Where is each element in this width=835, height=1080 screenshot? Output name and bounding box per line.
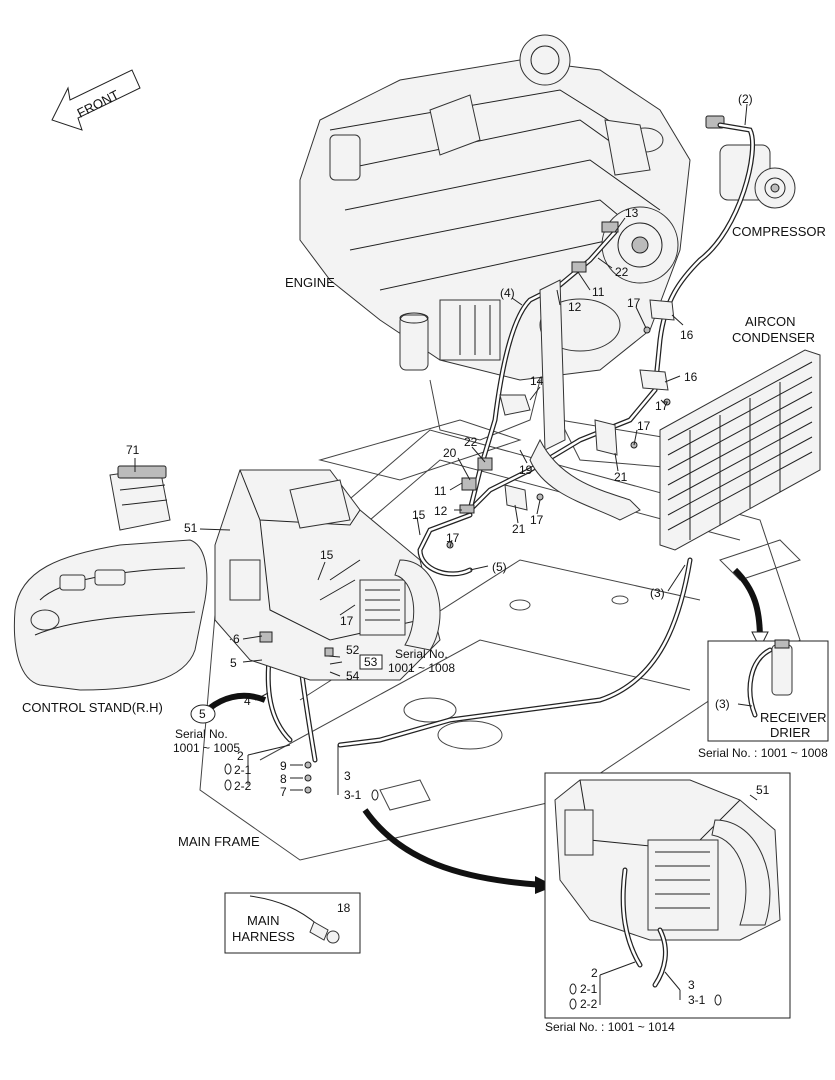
callout-p5b: 5 — [230, 656, 237, 670]
label-callouts-p2_2b: 2-2 — [580, 997, 598, 1011]
callout-p4: (4) — [500, 286, 515, 300]
callout-p2_1: 2-1 — [234, 763, 252, 777]
callout-p20: 20 — [443, 446, 457, 460]
serial-53: Serial No. 1001 ~ 1008 — [359, 647, 455, 675]
aircon-condenser-label-2: CONDENSER — [732, 330, 815, 345]
callout-leaders — [134, 103, 748, 929]
compressor-label: COMPRESSOR — [732, 224, 826, 239]
label-callouts-p2c: 2 — [591, 966, 598, 980]
engine: ENGINE — [285, 34, 691, 441]
callout-p11a: 11 — [592, 285, 605, 299]
label-serials-receiver: Serial No. : 1001 ~ 1008 — [698, 746, 828, 760]
callout-p52: 52 — [346, 643, 360, 657]
callout-p17a: 17 — [627, 296, 641, 310]
pointer-receiver — [732, 567, 763, 641]
label-callouts-p3_1b: 3-1 — [688, 993, 706, 1007]
callout-p3b: 3 — [344, 769, 351, 783]
label-labels-receiver_drier_1: RECEIVER — [760, 710, 826, 725]
main-harness-inset: 18 MAIN HARNESS — [224, 892, 361, 954]
callout-p7: 7 — [280, 785, 287, 799]
callout-p15b: 15 — [320, 548, 334, 562]
label-callouts-p5c: 5 — [199, 707, 206, 721]
callout-p15a: 15 — [412, 508, 426, 522]
label-serials-inset: Serial No. : 1001 ~ 1014 — [545, 1020, 675, 1034]
callout-p53: 53 — [364, 655, 378, 669]
control-stand: CONTROL STAND(R.H) — [13, 465, 208, 715]
pointer-inset — [362, 808, 546, 888]
pointer-serial-5 — [208, 692, 267, 711]
callout-p21a: 21 — [614, 470, 628, 484]
callout-p17e: 17 — [446, 531, 460, 545]
refrigerant-hoses — [265, 122, 756, 763]
callout-p22b: 22 — [464, 435, 478, 449]
engine-label: ENGINE — [285, 275, 335, 290]
label-serials-serial_no: Serial No. — [175, 727, 228, 741]
callout-p13: 13 — [625, 206, 639, 220]
callout-p8: 8 — [280, 772, 287, 786]
label-callouts-p3c: (3) — [715, 697, 730, 711]
callout-p22a: 22 — [615, 265, 629, 279]
label-labels-main_harness_2: HARNESS — [232, 929, 295, 944]
label-serials-s1005_range: 1001 ~ 1005 — [173, 741, 240, 755]
pointer-receiver-head — [751, 631, 769, 650]
callout-p12a: 12 — [568, 300, 582, 314]
callout-numbers: (2) 13 22 11 (4) 12 17 16 16 17 14 17 22… — [126, 92, 753, 802]
label-labels-main_harness_1: MAIN — [247, 913, 280, 928]
heater-inset: 51 2 2-1 2-2 3 3-1 Serial No. : 1001 ~ 1… — [544, 772, 791, 1034]
callout-p16a: 16 — [680, 328, 694, 342]
callout-p71: 71 — [126, 443, 140, 457]
callout-p51a: 51 — [184, 521, 198, 535]
clamps — [446, 299, 675, 549]
label-callouts-p18: 18 — [337, 901, 351, 915]
callout-p3a: (3) — [650, 586, 665, 600]
compressor: COMPRESSOR — [705, 115, 826, 239]
callout-p3_1: 3-1 — [344, 788, 362, 802]
label-callouts-p3d: 3 — [688, 978, 695, 992]
label-serials-serial_no: Serial No. — [395, 647, 448, 661]
label-labels-receiver_drier_2: DRIER — [770, 725, 810, 740]
serial-5-marker: 5 Serial No. 1001 ~ 1005 — [173, 704, 240, 755]
receiver-drier-inset: (3) RECEIVER DRIER Serial No. : 1001 ~ 1… — [698, 639, 829, 760]
callout-p2: (2) — [738, 92, 753, 106]
callout-p17b: 17 — [655, 399, 669, 413]
aircon-condenser: AIRCON CONDENSER — [659, 314, 821, 551]
fittings-7-8-9 — [224, 761, 379, 801]
callout-p14: 14 — [530, 374, 544, 388]
callout-p2_2: 2-2 — [234, 779, 252, 793]
callout-p16b: 16 — [684, 370, 698, 384]
callout-p2b: 2 — [237, 749, 244, 763]
control-stand-label: CONTROL STAND(R.H) — [22, 700, 163, 715]
main-frame-label: MAIN FRAME — [178, 834, 260, 849]
label-callouts-p2_1b: 2-1 — [580, 982, 598, 996]
callout-p54: 54 — [346, 669, 360, 683]
callout-p9: 9 — [280, 759, 287, 773]
callout-p5a: (5) — [492, 560, 507, 574]
heater-unit — [214, 469, 441, 681]
callout-p12b: 12 — [434, 504, 448, 518]
front-arrow: FRONT — [51, 69, 141, 131]
label-serials-s1008_range: 1001 ~ 1008 — [388, 661, 455, 675]
callout-p21b: 21 — [512, 522, 526, 536]
aircon-condenser-label-1: AIRCON — [745, 314, 796, 329]
callout-p17d: 17 — [530, 513, 544, 527]
callout-p11b: 11 — [434, 484, 447, 498]
callout-p17f: 17 — [340, 614, 354, 628]
callout-p17c: 17 — [637, 419, 651, 433]
callout-p19: 19 — [519, 463, 533, 477]
callout-p6: 6 — [233, 632, 240, 646]
label-callouts-p51b: 51 — [756, 783, 770, 797]
callout-p4b: 4 — [244, 694, 251, 708]
